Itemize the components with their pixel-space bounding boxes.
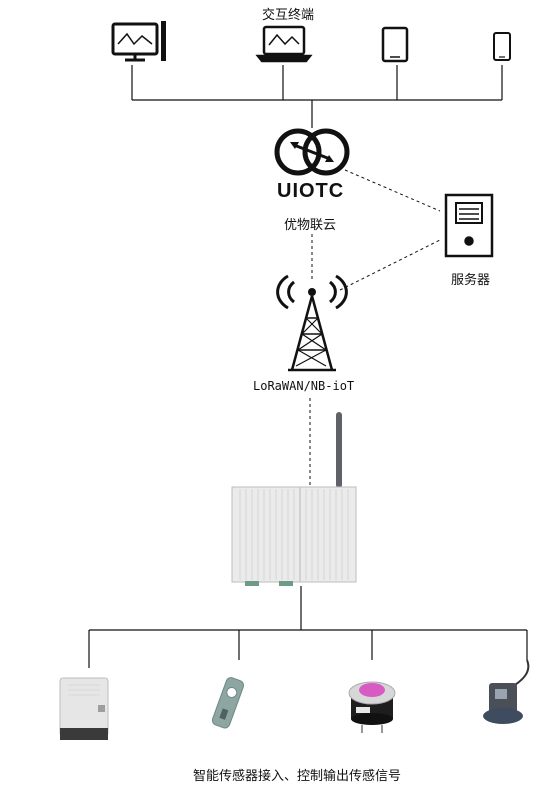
- phone-icon: [493, 32, 511, 61]
- platform-name: 优物联云: [284, 218, 337, 233]
- gateway-device-icon: [231, 412, 357, 586]
- server-label: 服务器: [451, 273, 491, 288]
- clamp-sensor-icon: [211, 677, 245, 729]
- dashed-links: [309, 169, 441, 488]
- gas-sensor-icon: [348, 681, 396, 733]
- radio-tower-icon: [276, 274, 348, 372]
- terminals-title: 交互终端: [262, 8, 315, 23]
- uiotc-logo-icon: [274, 128, 350, 176]
- probe-sensor-icon: [483, 659, 530, 724]
- desktop-icon: [111, 21, 166, 62]
- tower-label: LoRaWAN/NB-ioT: [253, 379, 355, 393]
- sensor-bus: [88, 586, 528, 668]
- sensor-box-icon: [59, 677, 109, 740]
- tablet-icon: [381, 26, 409, 63]
- server-icon: [444, 193, 494, 258]
- laptop-icon: [255, 25, 313, 63]
- terminal-bus: [131, 65, 503, 128]
- platform-brand: UIOTC: [277, 180, 345, 202]
- sensors-caption: 智能传感器接入、控制输出传感信号: [193, 769, 402, 784]
